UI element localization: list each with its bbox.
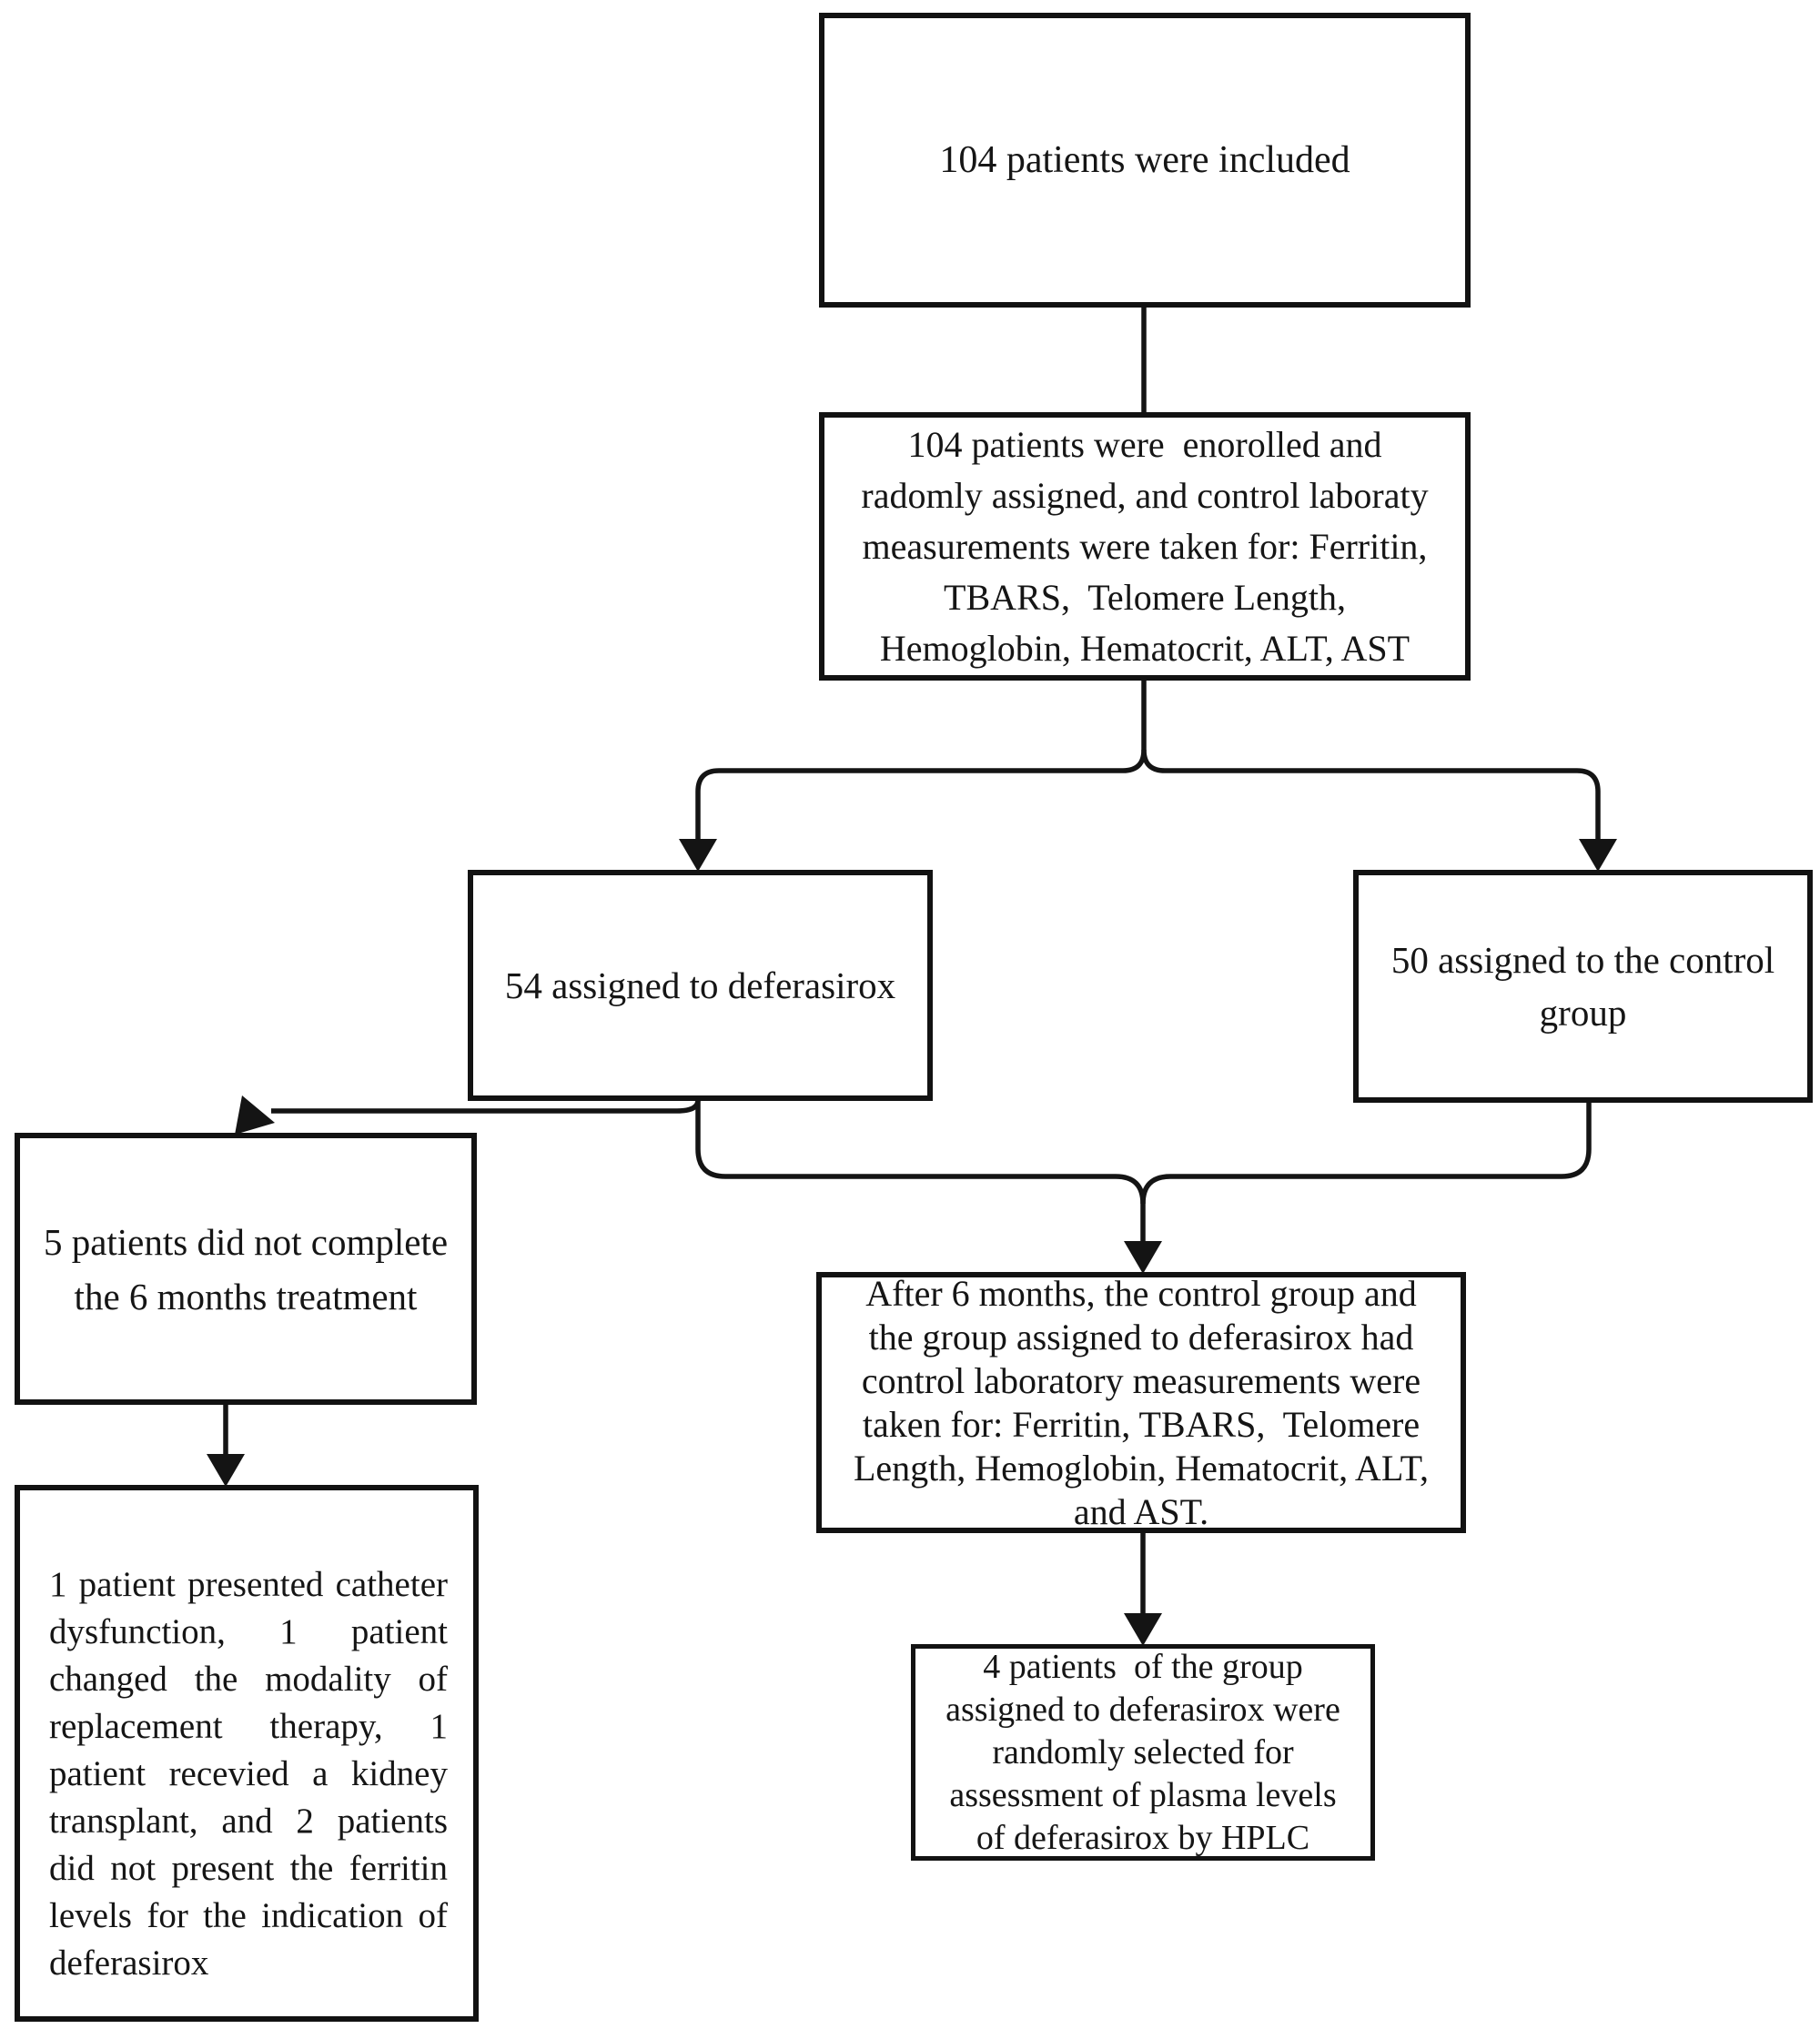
box-hplc-subset-text: 4 patients of the group assigned to defe… xyxy=(945,1647,1340,1857)
box-after-six-months-text: After 6 months, the control group and th… xyxy=(853,1272,1430,1532)
box-after-six-months: After 6 months, the control group and th… xyxy=(816,1272,1466,1533)
box-patients-included: 104 patients were included xyxy=(819,13,1471,308)
arrowhead-control-arm xyxy=(1579,839,1617,872)
box-control-arm-text: 50 assigned to the control group xyxy=(1390,939,1775,1034)
box-patients-enrolled-text: 104 patients were enorolled and radomly … xyxy=(861,423,1429,669)
box-control-arm: 50 assigned to the control group xyxy=(1353,870,1813,1103)
box-dropout-reasons-text: 1 patient presented catheter dysfunction… xyxy=(49,1565,448,1983)
connector-control-to-merge xyxy=(1140,1102,1592,1205)
arrowhead-deferasirox-arm xyxy=(679,839,717,872)
arrowhead-after-six-months xyxy=(1124,1241,1162,1274)
box-deferasirox-arm-text: 54 assigned to deferasirox xyxy=(504,964,896,1006)
box-patients-enrolled: 104 patients were enorolled and radomly … xyxy=(819,412,1471,681)
connector-split-left xyxy=(695,681,1147,863)
arrowhead-dropout-reasons xyxy=(207,1454,245,1487)
connector-split-right xyxy=(1141,749,1601,863)
box-not-completed: 5 patients did not complete the 6 months… xyxy=(15,1133,477,1405)
arrowhead-not-completed xyxy=(235,1095,275,1135)
box-patients-included-text: 104 patients were included xyxy=(939,139,1350,181)
box-not-completed-text: 5 patients did not complete the 6 months… xyxy=(43,1220,449,1317)
arrowhead-hplc-subset xyxy=(1124,1613,1162,1646)
connector-deferasirox-to-merge xyxy=(695,1100,1146,1267)
connector-deferasirox-to-dropout xyxy=(271,1099,701,1114)
box-hplc-subset: 4 patients of the group assigned to defe… xyxy=(911,1644,1375,1861)
box-deferasirox-arm: 54 assigned to deferasirox xyxy=(468,870,933,1101)
box-dropout-reasons: 1 patient presented catheter dysfunction… xyxy=(15,1485,479,2022)
